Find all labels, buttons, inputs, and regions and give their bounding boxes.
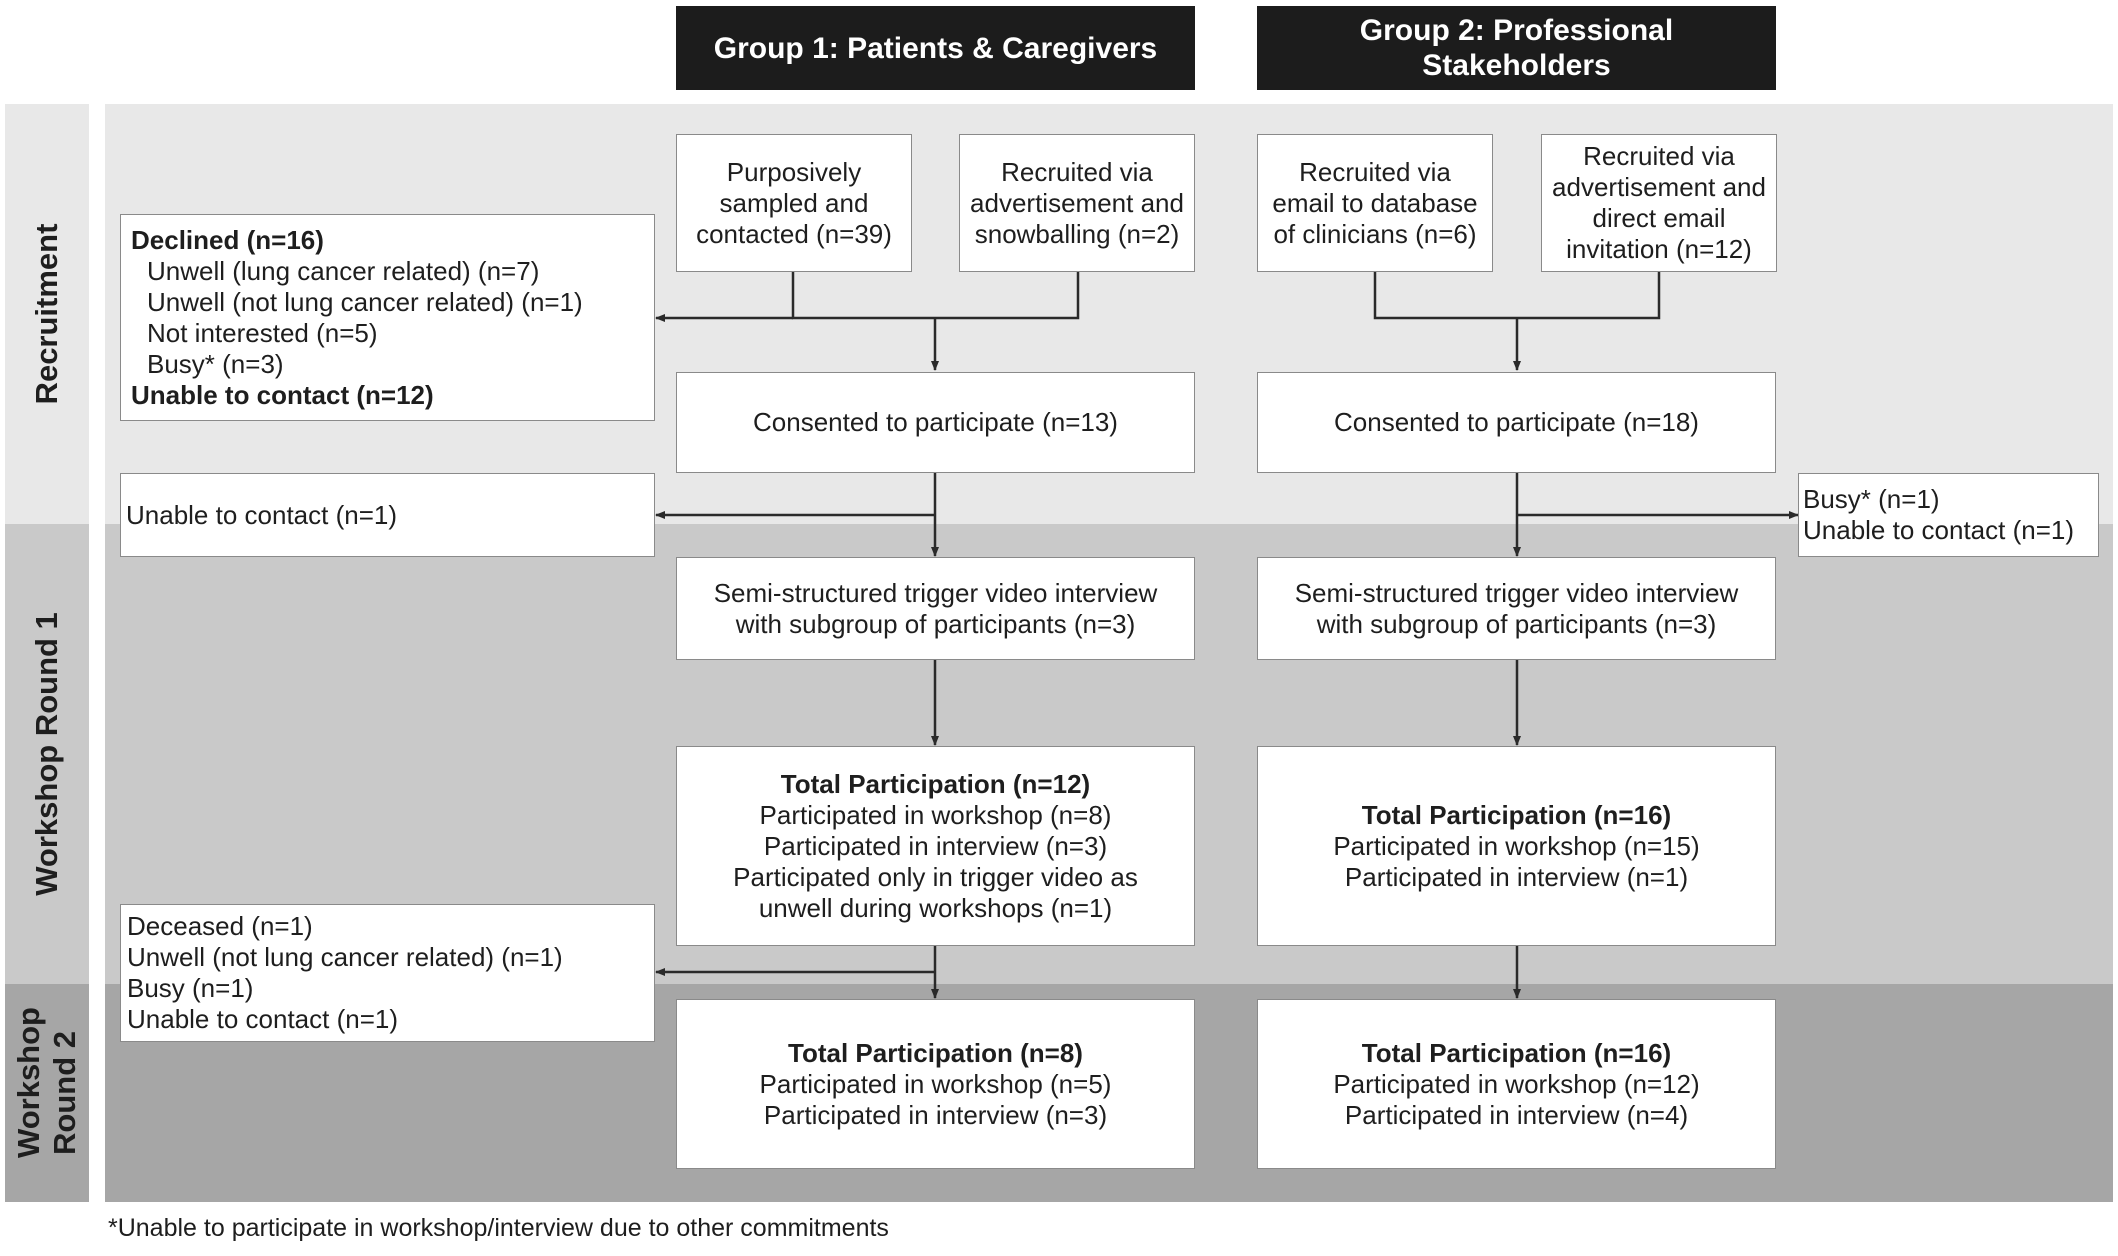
unable-to-contact-total: Unable to contact (n=12) [131,379,434,410]
group-2-consented-box: Consented to participate (n=18) [1257,372,1776,473]
group-2-interview-box: Semi-structured trigger video interview … [1257,557,1776,660]
group-1-round-1-title: Total Participation (n=12) [780,768,1091,799]
group-2-round-1-box: Total Participation (n=16) Participated … [1257,746,1776,946]
group-1-round-1-exclusion-box: Deceased (n=1) Unwell (not lung cancer r… [120,904,655,1042]
group-1-interview-text: Semi-structured trigger video interview … [713,577,1158,639]
declined-title: Declined (n=16) [131,224,324,255]
group-1-round-2-box: Total Participation (n=8) Participated i… [676,999,1195,1169]
group-2-email-box: Recruited via email to database of clini… [1257,134,1493,272]
group-1-round-2-line-1: Participated in workshop (n=5) [759,1068,1112,1099]
group-2-header: Group 2: Professional Stakeholders [1257,6,1776,90]
group-2-round-1-line-1: Participated in workshop (n=15) [1333,830,1700,861]
round-1-exclusion-item: Deceased (n=1) [127,911,313,941]
group-1-round-1-box: Total Participation (n=12) Participated … [676,746,1195,946]
declined-item: Unwell (lung cancer related) (n=7) [147,255,540,286]
group-1-round-1-line-1: Participated in workshop (n=8) [759,799,1112,830]
group-1-advert-text: Recruited via advertisement and snowball… [970,156,1184,249]
group-1-round-2-title: Total Participation (n=8) [788,1037,1083,1068]
group-1-consented-box: Consented to participate (n=13) [676,372,1195,473]
group-1-header: Group 1: Patients & Caregivers [676,6,1195,90]
round-1-exclusion-item: Unable to contact (n=1) [127,1004,398,1034]
group-2-consent-exclusion-box: Busy* (n=1) Unable to contact (n=1) [1798,473,2099,557]
declined-item: Not interested (n=5) [147,317,378,348]
group-2-advert-box: Recruited via advertisement and direct e… [1541,134,1777,272]
group-2-advert-text: Recruited via advertisement and direct e… [1552,141,1766,264]
group-1-interview-box: Semi-structured trigger video interview … [676,557,1195,660]
group-1-advert-box: Recruited via advertisement and snowball… [959,134,1195,272]
declined-box: Declined (n=16) Unwell (lung cancer rela… [120,214,655,421]
group-1-consent-exclusion-box: Unable to contact (n=1) [120,473,655,557]
group-2-interview-text: Semi-structured trigger video interview … [1294,577,1739,639]
group-2-consented-text: Consented to participate (n=18) [1334,407,1699,437]
group-2-exclusion-item: Unable to contact (n=1) [1803,515,2074,545]
group-2-round-1-line-2: Participated in interview (n=1) [1344,861,1689,892]
round-1-exclusion-item: Unwell (not lung cancer related) (n=1) [127,942,563,972]
group-2-round-2-line-2: Participated in interview (n=4) [1344,1099,1689,1130]
group-2-round-2-box: Total Participation (n=16) Participated … [1257,999,1776,1169]
group-2-round-2-title: Total Participation (n=16) [1361,1037,1672,1068]
declined-item: Unwell (not lung cancer related) (n=1) [147,286,583,317]
group-2-round-1-title: Total Participation (n=16) [1361,799,1672,830]
round-1-exclusion-item: Busy (n=1) [127,973,254,1003]
stage-recruitment: Recruitment [5,104,89,524]
stage-workshop-2: Workshop Round 2 [5,984,89,1202]
declined-item: Busy* (n=3) [147,348,284,379]
group-2-round-2-line-1: Participated in workshop (n=12) [1333,1068,1700,1099]
group-1-consent-exclusion-text: Unable to contact (n=1) [126,499,397,530]
group-1-round-1-line-3: Participated only in trigger video as un… [733,861,1138,923]
group-1-purposive-box: Purposively sampled and contacted (n=39) [676,134,912,272]
group-1-purposive-text: Purposively sampled and contacted (n=39) [696,156,892,249]
group-1-round-1-line-2: Participated in interview (n=3) [763,830,1108,861]
group-1-round-2-line-2: Participated in interview (n=3) [763,1099,1108,1130]
group-1-consented-text: Consented to participate (n=13) [753,407,1118,437]
group-2-exclusion-item: Busy* (n=1) [1803,484,1940,514]
group-2-email-text: Recruited via email to database of clini… [1272,156,1478,249]
footnote: *Unable to participate in workshop/inter… [108,1214,889,1242]
stage-workshop-1: Workshop Round 1 [5,524,89,984]
